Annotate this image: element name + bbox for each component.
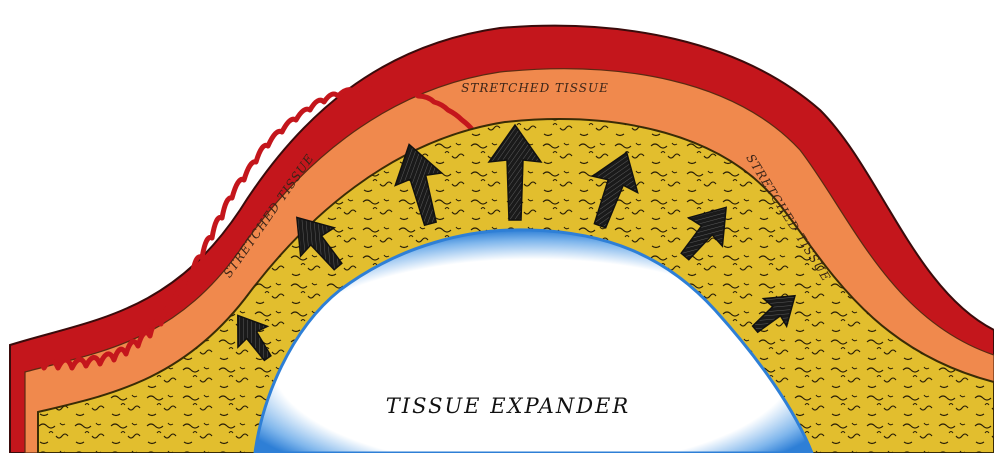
label-stretched-tissue-top: STRETCHED TISSUE bbox=[461, 81, 609, 95]
label-tissue-expander: TISSUE EXPANDER bbox=[386, 394, 630, 418]
